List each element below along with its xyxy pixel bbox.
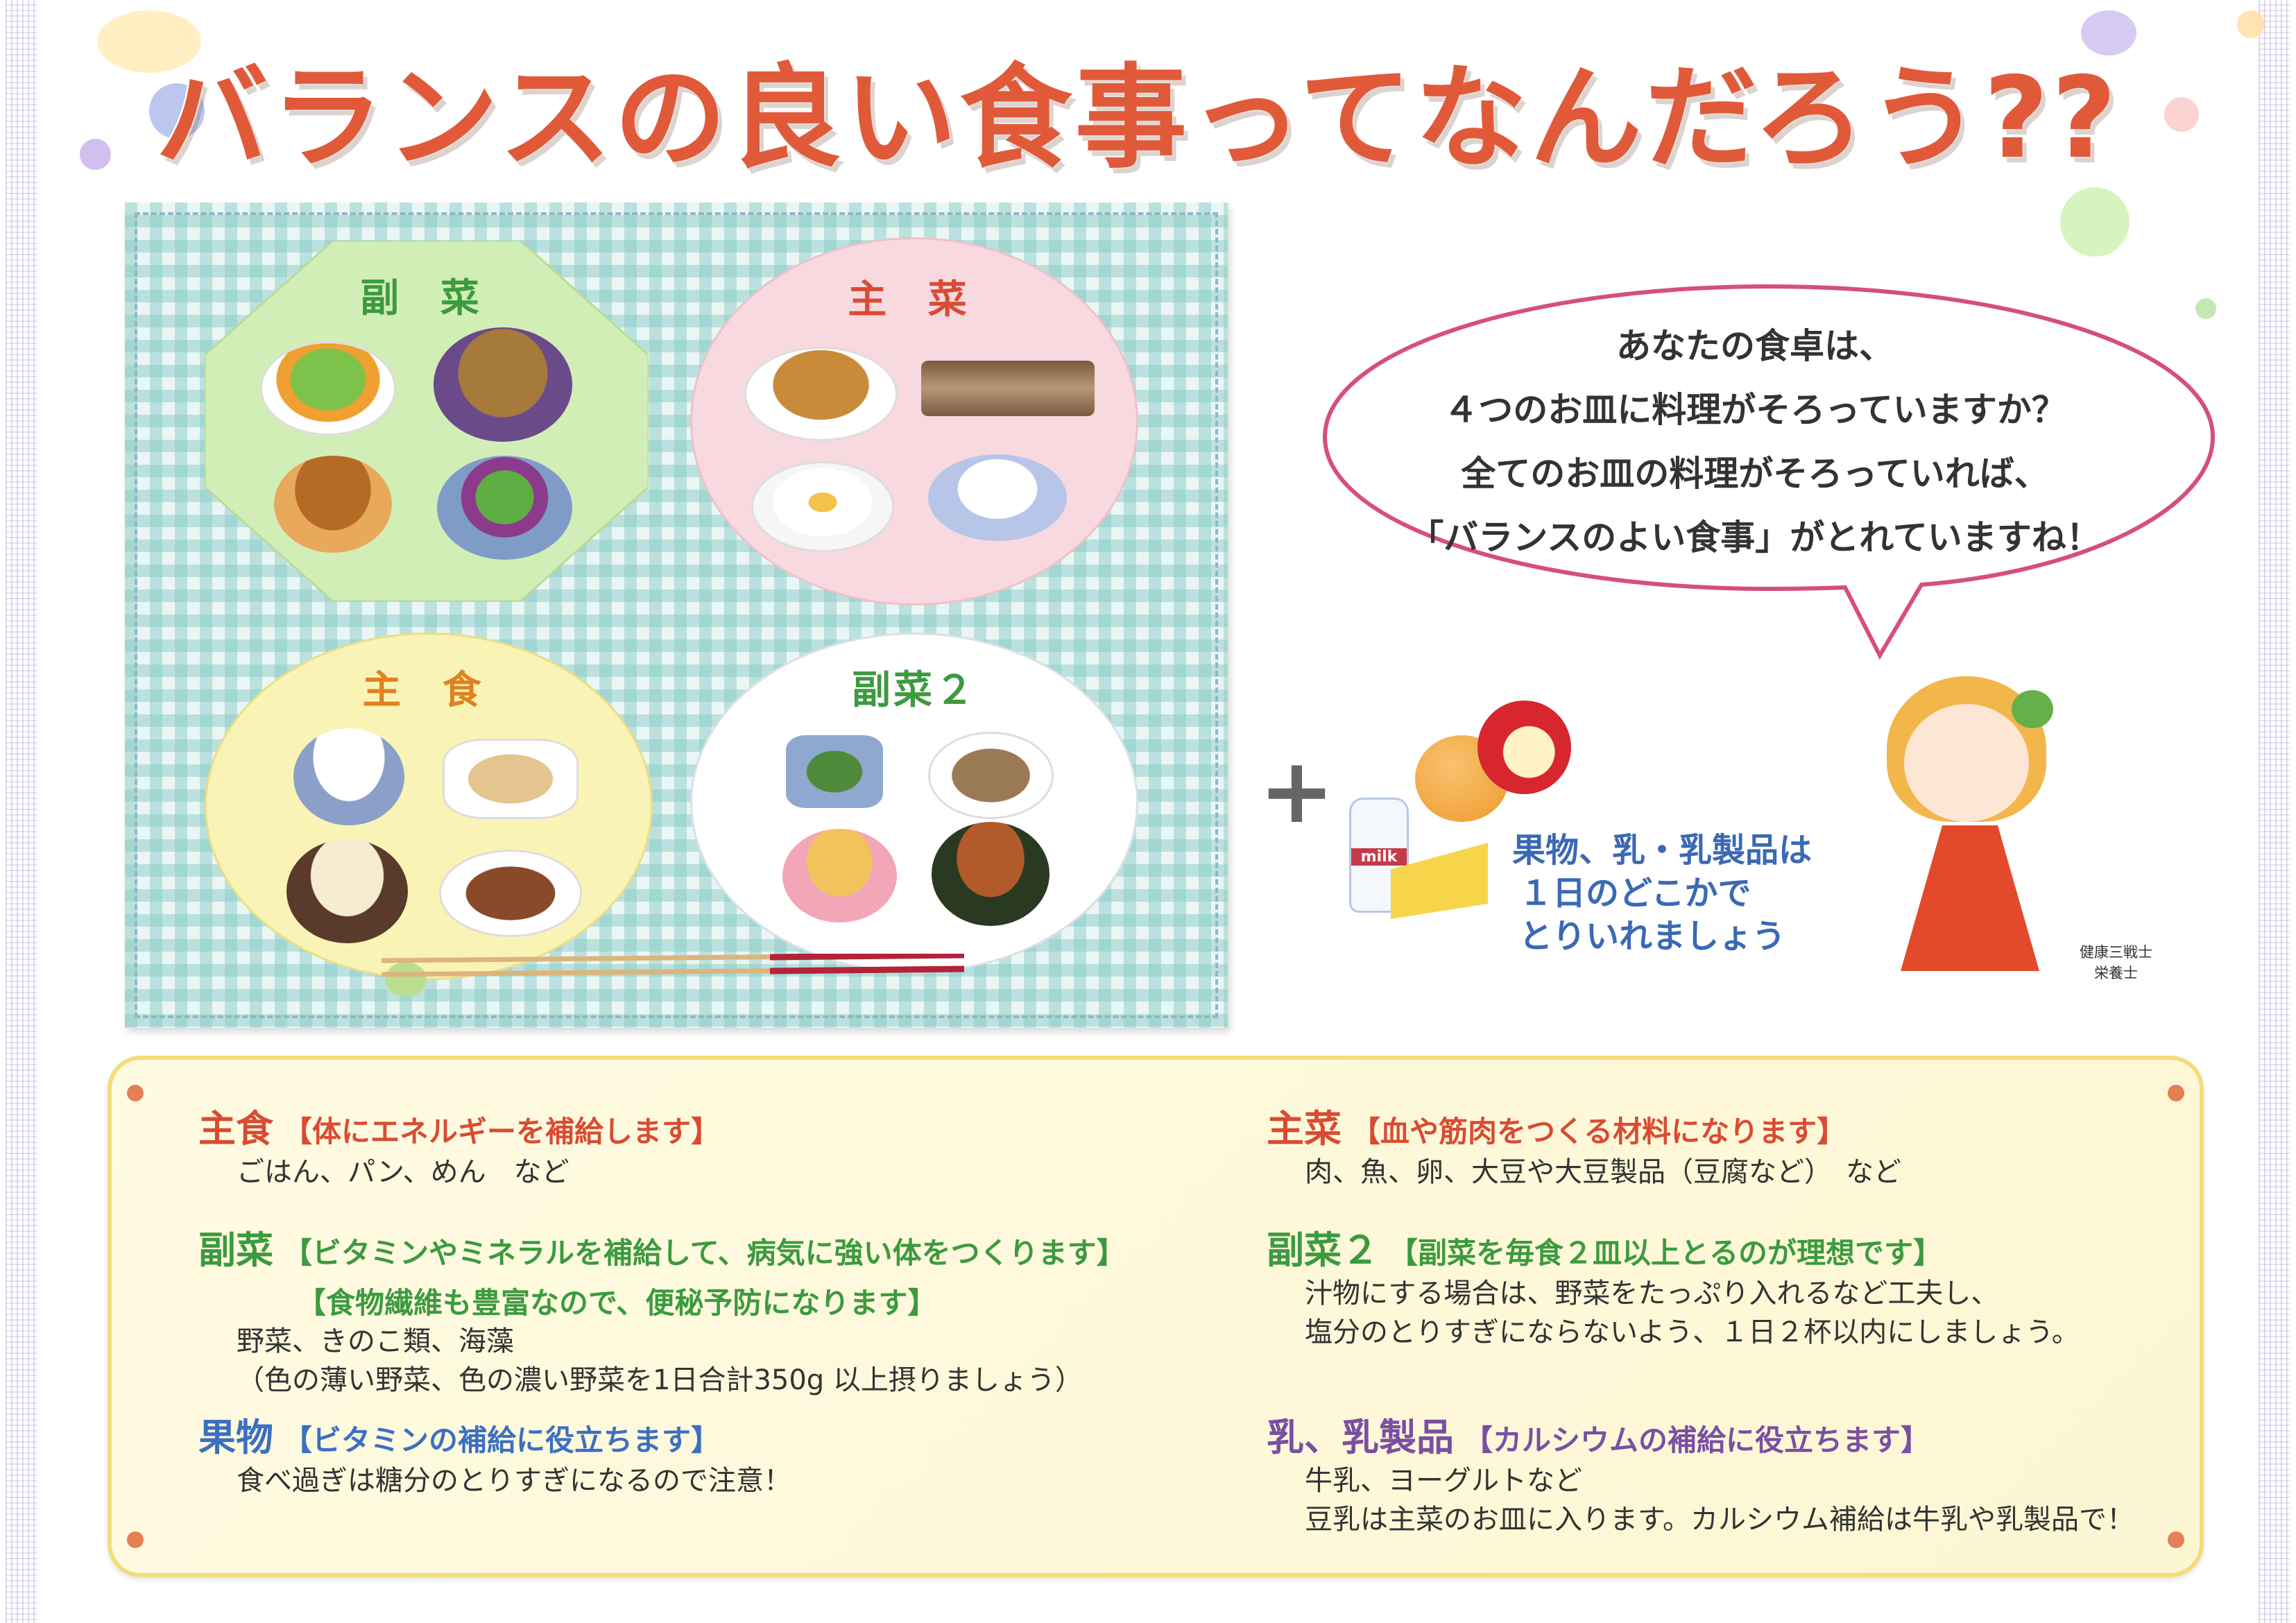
section-heading: 副菜２ 【副菜を毎食２皿以上とるのが理想です】 xyxy=(1267,1219,2080,1274)
section-heading: 果物【ビタミンの補給に役立ちます】 xyxy=(198,1407,791,1461)
bubble-line: 全てのお皿の料理がそろっていれば、 xyxy=(1461,454,2049,494)
section-text: 野菜、きのこ類、海藻 xyxy=(237,1325,514,1357)
decor-dot xyxy=(2237,10,2265,38)
section-name: 副菜２ xyxy=(1267,1228,1379,1272)
section-heading: 乳、乳製品【カルシウムの補給に役立ちます】 xyxy=(1267,1407,2134,1461)
section-desc: 【体にエネルギーを補給します】 xyxy=(283,1115,721,1149)
chopstick-rest-icon xyxy=(385,962,427,997)
placemat: 副 菜 主 菜 主 食 副菜２ xyxy=(125,203,1228,1028)
section-name: 果物 xyxy=(198,1416,273,1459)
section-text: ごはん、パン、めん など xyxy=(237,1156,569,1188)
extra-line: とりいれましょう xyxy=(1519,917,1786,956)
section-desc-2: 【食物繊維も豊富なので、便秘予防になります】 xyxy=(297,1286,937,1320)
toast-icon xyxy=(443,739,579,819)
dish-label-shushoku: 主 食 xyxy=(362,668,495,713)
bubble-line: 「バランスのよい食事」がとれていますね！ xyxy=(1409,517,2101,558)
dish-label-shusai: 主 菜 xyxy=(848,277,981,323)
section-heading: 副菜【ビタミンやミネラルを補給して、病気に強い体をつくります】 xyxy=(198,1219,1126,1274)
section-desc: 【副菜を毎食２皿以上とるのが理想です】 xyxy=(1389,1236,1943,1270)
section-kudamono: 果物【ビタミンの補給に役立ちます】 食べ過ぎは糖分のとりすぎになるので注意！ xyxy=(198,1407,791,1500)
section-nyuseihin: 乳、乳製品【カルシウムの補給に役立ちます】 牛乳、ヨーグルトなど 豆乳は主菜のお… xyxy=(1267,1407,2134,1539)
fried-egg-icon xyxy=(751,461,894,552)
speech-bubble-shape xyxy=(1322,284,2216,660)
section-text: 豆乳は主菜のお皿に入ります。カルシウム補給は牛乳や乳製品で！ xyxy=(1305,1504,2134,1536)
soup-cup-icon xyxy=(782,829,897,922)
character-face xyxy=(1904,704,2029,822)
decor-dot xyxy=(2195,298,2216,319)
tofu-icon xyxy=(928,454,1067,541)
extra-line: 果物、乳・乳製品は xyxy=(1512,831,1813,870)
section-name: 副菜 xyxy=(198,1228,273,1272)
info-box: 主食【体にエネルギーを補給します】 ごはん、パン、めん など 副菜【ビタミンやミ… xyxy=(108,1056,2204,1577)
extra-note: 果物、乳・乳製品は １日のどこかで とりいれましょう xyxy=(1512,829,1812,958)
pin-dot xyxy=(2168,1085,2184,1101)
vegetable-salad-icon xyxy=(437,456,572,560)
character-label: 健康三戦士 栄養士 xyxy=(2080,942,2152,984)
decor-dot xyxy=(2081,10,2136,55)
yakisoba-icon xyxy=(439,850,582,937)
left-border-pattern xyxy=(6,0,37,1623)
character-bow xyxy=(2012,690,2053,728)
section-shushoku: 主食【体にエネルギーを補給します】 ごはん、パン、めん など xyxy=(198,1098,720,1192)
ohitashi-icon xyxy=(786,735,883,808)
section-name: 主食 xyxy=(198,1107,273,1151)
section-heading: 主菜【血や筋肉をつくる材料になります】 xyxy=(1267,1098,1901,1153)
section-fukusai-2: 副菜２ 【副菜を毎食２皿以上とるのが理想です】 汁物にする場合は、野菜をたっぷり入… xyxy=(1267,1219,2080,1352)
decor-dot xyxy=(80,139,111,170)
mushroom-dish-icon xyxy=(928,732,1054,819)
dish-fukusai: 副 菜 xyxy=(203,239,650,603)
milk-label: milk xyxy=(1351,848,1407,866)
section-desc: 【ビタミンの補給に役立ちます】 xyxy=(283,1423,721,1457)
kinpira-icon xyxy=(274,456,392,553)
section-heading: 主食【体にエネルギーを補給します】 xyxy=(198,1098,720,1153)
character-label-line: 健康三戦士 xyxy=(2080,944,2152,961)
section-text: （色の薄い野菜、色の濃い野菜を1日合計350g 以上摂りましょう） xyxy=(237,1364,1083,1396)
decor-dot xyxy=(149,83,205,139)
stew-icon xyxy=(434,327,572,442)
character-dress xyxy=(1901,825,2039,971)
karaage-icon xyxy=(744,347,898,441)
bubble-line: あなたの食卓は、 xyxy=(1616,326,1894,366)
miso-soup-icon xyxy=(932,822,1050,926)
character-label-line: 栄養士 xyxy=(2094,965,2138,981)
pin-dot xyxy=(2168,1531,2184,1548)
section-text: 汁物にする場合は、野菜をたっぷり入れるなど工夫し、 xyxy=(1305,1278,1999,1309)
grilled-fish-icon xyxy=(921,361,1095,416)
dish-fukusai-2: 副菜２ xyxy=(690,633,1138,973)
salad-icon xyxy=(260,341,396,436)
section-text: 塩分のとりすぎにならないよう、１日２杯以内にしましょう。 xyxy=(1305,1316,2080,1348)
placemat-border xyxy=(135,212,1218,1018)
speech-bubble: あなたの食卓は、 ４つのお皿に料理がそろっていますか？ 全てのお皿の料理がそろっ… xyxy=(1318,281,2220,669)
right-border-pattern xyxy=(2259,0,2290,1623)
dish-label-fukusai-2: 副菜２ xyxy=(852,668,977,713)
section-desc: 【血や筋肉をつくる材料になります】 xyxy=(1351,1115,1847,1149)
decor-dot xyxy=(97,10,201,73)
dish-shushoku: 主 食 xyxy=(205,633,653,980)
page-title: バランスの良い食事ってなんだろう?? xyxy=(154,51,2120,185)
section-desc: 【カルシウムの補給に役立ちます】 xyxy=(1464,1423,1930,1457)
section-shusai: 主菜【血や筋肉をつくる材料になります】 肉、魚、卵、大豆や大豆製品（豆腐など） … xyxy=(1267,1098,1901,1192)
section-text: 牛乳、ヨーグルトなど xyxy=(1305,1465,1582,1497)
apple-icon xyxy=(1477,701,1571,794)
dish-label-fukusai: 副 菜 xyxy=(360,276,493,321)
section-name: 乳、乳製品 xyxy=(1267,1416,1454,1459)
extra-line: １日のどこかで xyxy=(1519,874,1751,913)
section-name: 主菜 xyxy=(1267,1107,1342,1151)
pin-dot xyxy=(127,1531,144,1548)
chopsticks-icon xyxy=(382,954,964,977)
plus-sign: + xyxy=(1259,738,1335,843)
dish-shusai: 主 菜 xyxy=(690,237,1138,606)
section-text: 肉、魚、卵、大豆や大豆製品（豆腐など） など xyxy=(1305,1156,1901,1188)
section-text: 食べ過ぎは糖分のとりすぎになるので注意！ xyxy=(237,1465,791,1497)
bubble-line: ４つのお皿に料理がそろっていますか？ xyxy=(1443,390,2066,430)
nutritionist-character-illustration xyxy=(1873,676,2088,995)
decor-dot xyxy=(2164,97,2199,132)
decor-dot xyxy=(2060,187,2130,257)
pin-dot xyxy=(127,1085,144,1101)
bubble-text: あなたの食卓は、 ４つのお皿に料理がそろっていますか？ 全てのお皿の料理がそろっ… xyxy=(1394,314,2116,569)
rice-bowl-icon xyxy=(293,728,404,825)
noodle-bowl-icon xyxy=(286,839,408,943)
section-desc: 【ビタミンやミネラルを補給して、病気に強い体をつくります】 xyxy=(283,1236,1126,1270)
section-fukusai: 副菜【ビタミンやミネラルを補給して、病気に強い体をつくります】 【食物繊維も豊富… xyxy=(198,1219,1126,1400)
